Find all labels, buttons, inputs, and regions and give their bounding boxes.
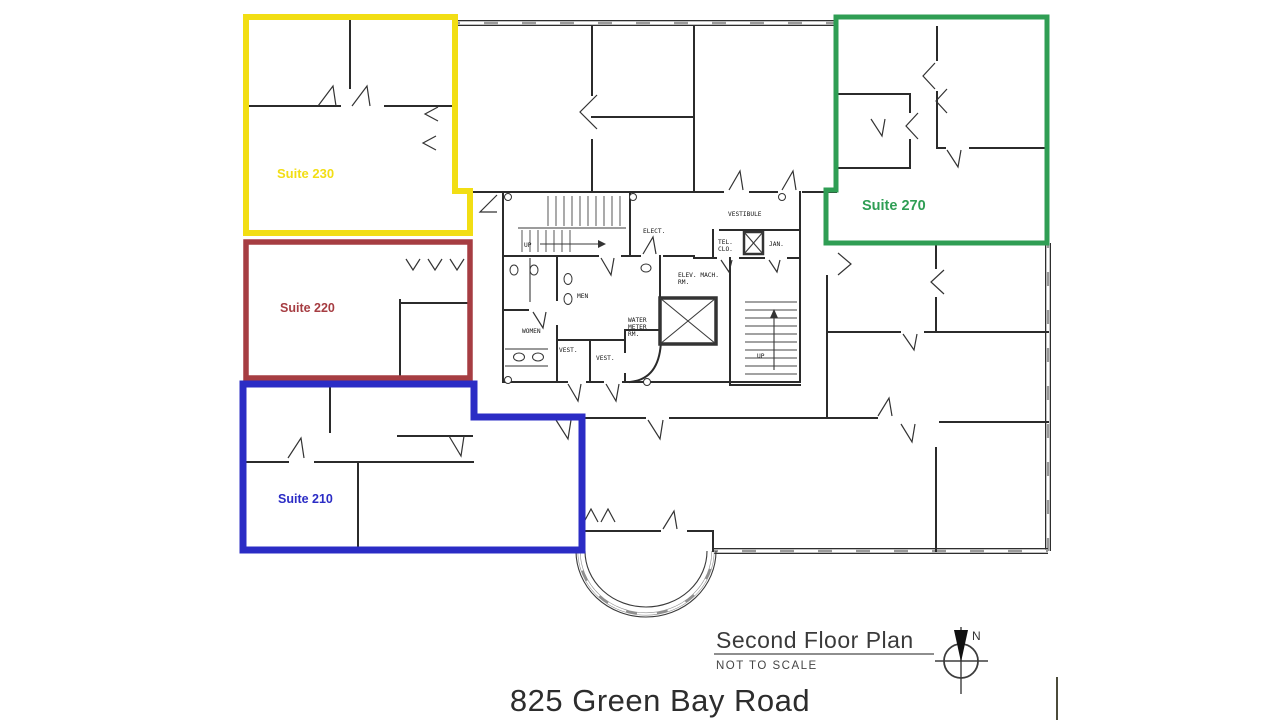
north-arrow: N <box>935 627 988 694</box>
plan-subtitle: NOT TO SCALE <box>716 660 818 672</box>
restroom-fixtures <box>505 258 652 367</box>
room-label-men: MEN <box>577 293 588 300</box>
north-label: N <box>972 629 981 643</box>
room-label-water-3: RM. <box>628 331 639 338</box>
room-label-water-1: WATER <box>628 317 647 324</box>
room-label-elev-1: ELEV. MACH. <box>678 272 719 279</box>
bay-window <box>575 550 717 618</box>
suite-220-label: Suite 220 <box>280 301 335 315</box>
elevator-shaft <box>658 296 718 346</box>
window-bands <box>455 20 1051 554</box>
plan-title: Second Floor Plan <box>716 627 914 653</box>
north-arrow-needle <box>954 630 968 662</box>
suite-230-label: Suite 230 <box>277 166 334 181</box>
suite-270-outline <box>823 14 1050 246</box>
room-label-vest-b: VEST. <box>596 355 615 362</box>
columns <box>504 193 786 386</box>
room-label-up-nw: UP <box>524 242 532 249</box>
core-stairs-se <box>745 301 797 375</box>
interior-walls <box>245 16 1049 552</box>
room-label-water-2: METER <box>628 324 647 331</box>
small-shaft <box>742 230 765 256</box>
room-label-vest-a: VEST. <box>559 347 578 354</box>
door-swings <box>287 62 962 530</box>
suite-210-outline <box>239 380 586 554</box>
room-label-vestibule: VESTIBULE <box>728 211 762 218</box>
room-label-elect: ELECT. <box>643 228 665 235</box>
building-title: 825 Green Bay Road <box>510 683 810 718</box>
core-stairs-nw <box>518 196 626 252</box>
suite-230-outline <box>243 14 473 236</box>
room-label-clo: CLO. <box>718 246 733 253</box>
suite-220-outline <box>243 239 473 381</box>
suite-210-label: Suite 210 <box>278 492 333 506</box>
room-label-women: WOMEN <box>522 328 541 335</box>
room-label-elev-2: RM. <box>678 279 689 286</box>
room-label-jan: JAN. <box>769 241 784 248</box>
suite-270-label: Suite 270 <box>862 198 926 214</box>
room-label-tel: TEL. <box>718 239 733 246</box>
room-label-up-se: UP <box>757 353 765 360</box>
core-room-labels: UP ELECT. VESTIBULE TEL. CLO. JAN. ELEV.… <box>522 211 784 362</box>
